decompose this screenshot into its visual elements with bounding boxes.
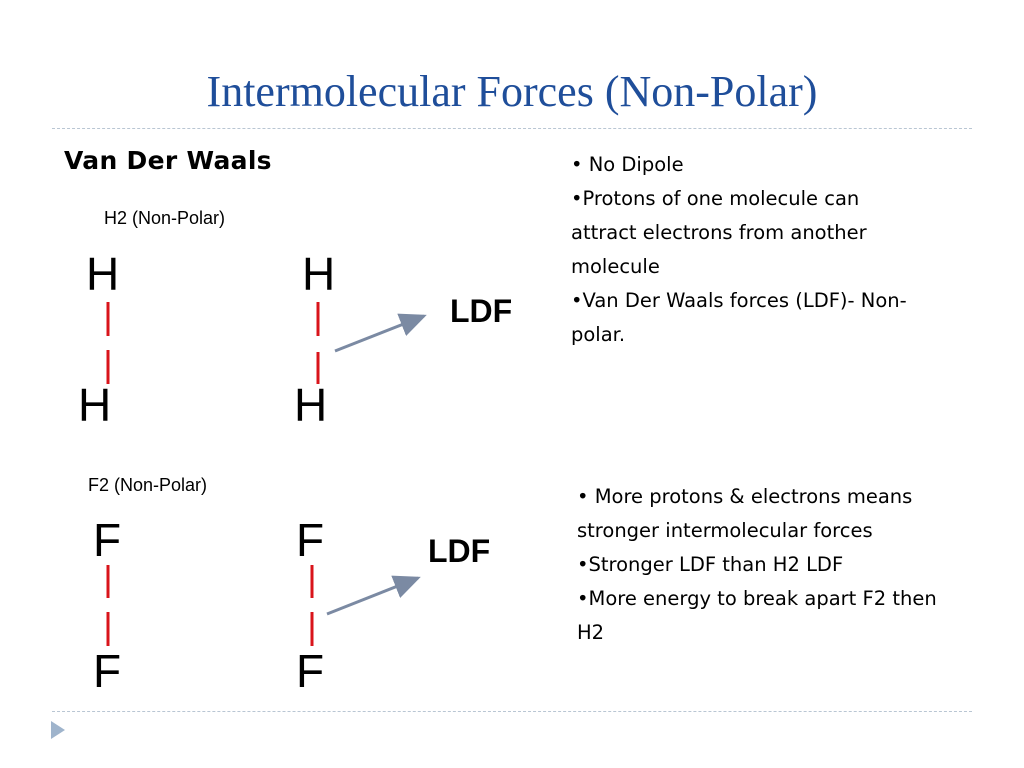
- f2-atom-top-right: F: [296, 514, 324, 566]
- f2-molecule-diagram: F F F F LDF: [93, 514, 490, 697]
- f2-ldf-arrow: [326, 575, 421, 616]
- h2-atom-top-left: H: [86, 248, 119, 300]
- f2-bullet-list: • More protons & electrons means stronge…: [577, 480, 937, 650]
- h2-bullet-list: • No Dipole •Protons of one molecule can…: [571, 148, 931, 352]
- f2-atom-bottom-left: F: [93, 645, 121, 697]
- f2-bullet-item: •More energy to break apart F2 then H2: [577, 587, 937, 644]
- bottom-divider: [52, 711, 972, 712]
- h2-bullet-item: •Van Der Waals forces (LDF)- Non-polar.: [571, 289, 907, 346]
- h2-molecule-diagram: H H H H LDF: [78, 248, 512, 431]
- h2-bullet-item: •Protons of one molecule can attract ele…: [571, 187, 867, 278]
- slide-title: Intermolecular Forces (Non-Polar): [206, 67, 818, 116]
- h2-bullet-item: • No Dipole: [571, 153, 684, 176]
- f2-atom-top-left: F: [93, 514, 121, 566]
- h2-atom-bottom-left: H: [78, 379, 111, 431]
- f2-caption: F2 (Non-Polar): [88, 475, 208, 495]
- h2-ldf-label: LDF: [450, 293, 512, 329]
- h2-ldf-arrow: [334, 313, 427, 353]
- f2-bullet-item: • More protons & electrons means stronge…: [577, 485, 913, 542]
- f2-atom-bottom-right: F: [296, 645, 324, 697]
- top-divider: [52, 128, 972, 129]
- f2-ldf-label: LDF: [428, 533, 490, 569]
- h2-caption: H2 (Non-Polar): [104, 208, 226, 228]
- f2-bullet-item: •Stronger LDF than H2 LDF: [577, 553, 844, 576]
- play-triangle-icon[interactable]: [50, 720, 66, 740]
- h2-atom-top-right: H: [302, 248, 335, 300]
- section-heading: Van Der Waals: [64, 146, 272, 175]
- h2-atom-bottom-right: H: [294, 379, 327, 431]
